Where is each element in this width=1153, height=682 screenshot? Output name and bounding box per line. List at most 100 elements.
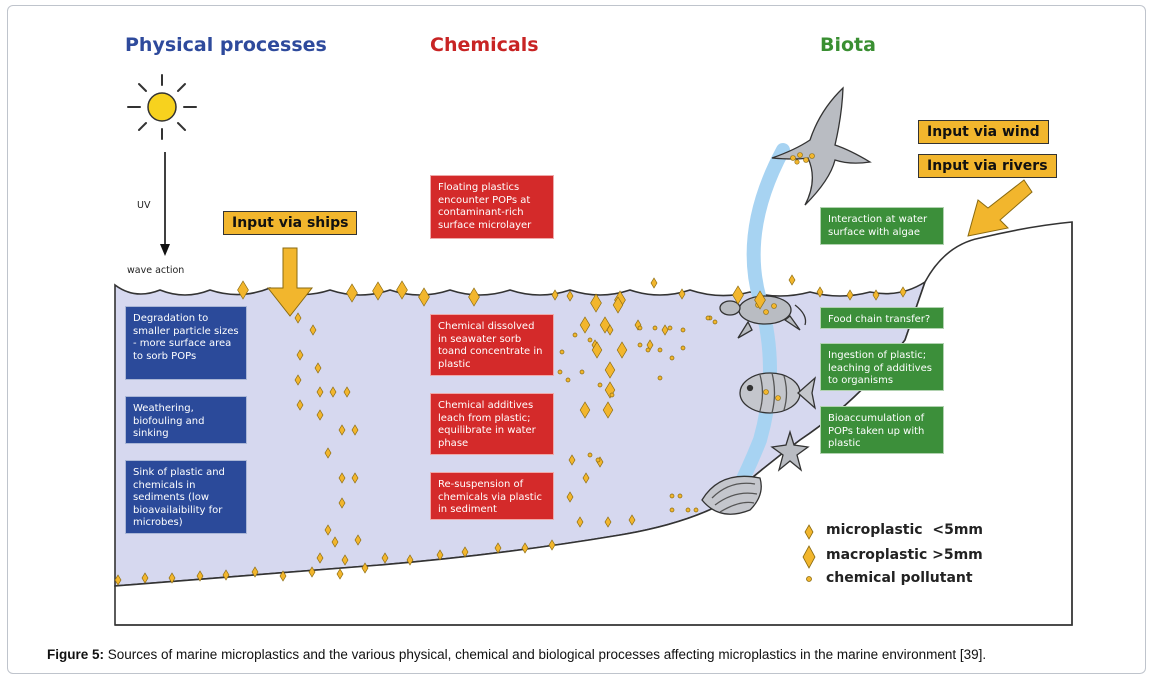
chemical-box-resuspension: Re-suspension of chemicals via plastic i… — [430, 472, 554, 520]
plastic-particle — [582, 472, 590, 484]
chemical-particle — [565, 377, 571, 383]
plastic-particles — [114, 274, 907, 586]
mussel-icon — [701, 475, 762, 515]
plastic-particle — [381, 552, 389, 564]
plastic-particle — [314, 362, 322, 374]
plastic-particle — [251, 566, 259, 578]
plastic-particle — [551, 289, 559, 301]
legend-macro-symbol — [802, 545, 816, 569]
chemical-box-dissolved: Chemical dissolved in seawater sorb toan… — [430, 314, 554, 376]
plastic-particle — [237, 280, 249, 300]
turtle-icon — [719, 295, 807, 339]
plastic-particle — [568, 454, 576, 466]
plastic-particle — [294, 312, 302, 324]
plastic-particle — [296, 399, 304, 411]
plastic-particle — [329, 386, 337, 398]
plastic-particle — [732, 285, 744, 305]
caption-prefix: Figure 5: — [47, 647, 105, 662]
plastic-particle — [372, 281, 384, 301]
chemical-particle — [595, 457, 601, 463]
input-via-ships: Input via ships — [223, 211, 358, 235]
shore-line — [114, 221, 1073, 626]
plastic-particle — [628, 514, 636, 526]
plastic-particle — [604, 381, 616, 399]
plastic-particle — [351, 424, 359, 436]
chemicals-header: Chemicals — [430, 34, 539, 56]
wave-action-label: wave action — [127, 265, 185, 276]
plastic-particle — [494, 542, 502, 554]
physical-box-degradation: Degradation to smaller particle sizes - … — [125, 306, 247, 380]
plastic-particle — [354, 534, 362, 546]
plastic-particle — [872, 289, 880, 301]
plastic-particle — [591, 341, 603, 359]
seabird-icon — [771, 86, 872, 206]
plastic-particle — [406, 554, 414, 566]
chemical-box-floating: Floating plastics encounter POPs at cont… — [430, 175, 554, 239]
chemical-particle — [712, 319, 718, 325]
plastic-particle — [336, 568, 344, 580]
plastic-particle — [616, 341, 628, 359]
chemical-particle — [645, 347, 651, 353]
plastic-particle — [612, 296, 624, 314]
chemical-particle — [657, 347, 663, 353]
input-via-rivers: Input via rivers — [918, 154, 1057, 178]
chemical-particle — [677, 493, 683, 499]
chemical-particle — [652, 325, 658, 331]
chemical-particle — [669, 355, 675, 361]
plastic-particle — [324, 447, 332, 459]
biota-header: Biota — [820, 34, 876, 56]
plastic-particle — [650, 277, 658, 289]
plastic-particle — [661, 324, 669, 336]
chemical-particle — [680, 345, 686, 351]
plastic-particle — [576, 516, 584, 528]
plastic-particle — [294, 374, 302, 386]
plastic-particle — [361, 562, 369, 574]
physical-box-weathering: Weathering, biofouling and sinking — [125, 396, 247, 444]
plastic-particle — [590, 293, 602, 313]
chemical-particle — [579, 369, 585, 375]
legend-microplastic: microplastic <5mm — [826, 522, 983, 538]
plastic-particle — [468, 287, 480, 307]
physical-box-sink: Sink of plastic and chemicals in sedimen… — [125, 460, 247, 534]
chemical-particle — [637, 325, 643, 331]
plastic-particle — [168, 572, 176, 584]
plastic-particle — [418, 287, 430, 307]
plastic-particle — [604, 361, 616, 379]
chemical-particle — [637, 342, 643, 348]
plastic-particle — [279, 570, 287, 582]
figure-caption: Figure 5: Sources of marine microplastic… — [47, 647, 986, 662]
plastic-particle — [396, 280, 408, 300]
plastic-particle — [114, 574, 122, 586]
plastic-particle — [678, 288, 686, 300]
plastic-particle — [579, 401, 591, 419]
plastic-particle — [602, 401, 614, 419]
chemical-particle — [572, 332, 578, 338]
plastic-particle — [316, 552, 324, 564]
chemical-particle — [705, 315, 711, 321]
plastic-particle — [316, 409, 324, 421]
chemical-particle — [597, 382, 603, 388]
plastic-particle — [599, 316, 611, 334]
input-via-wind: Input via wind — [918, 120, 1049, 144]
legend-chemical-symbol — [806, 576, 812, 582]
plastic-particle — [308, 566, 316, 578]
plastic-particle — [816, 286, 824, 298]
plastic-particle — [579, 316, 591, 334]
plastic-particle — [521, 542, 529, 554]
plastic-particle — [846, 289, 854, 301]
chemical-box-additives: Chemical additives leach from plastic; e… — [430, 393, 554, 455]
physical-processes-header: Physical processes — [125, 34, 327, 56]
plastic-particle — [338, 497, 346, 509]
biota-box-food-chain: Food chain transfer? — [820, 307, 944, 329]
plastic-particle — [296, 349, 304, 361]
plastic-particle — [436, 549, 444, 561]
chemical-particle — [669, 493, 675, 499]
caption-text: Sources of marine microplastics and the … — [104, 647, 987, 662]
rivers-arrow-icon — [967, 179, 1033, 237]
biota-box-bioaccumulation: Bioaccumulation of POPs taken up with pl… — [820, 406, 944, 454]
fish-icon — [739, 372, 817, 414]
plastic-particle — [566, 491, 574, 503]
ships-arrow-icon — [266, 247, 314, 317]
plastic-particle — [341, 554, 349, 566]
plastic-particle — [346, 283, 358, 303]
